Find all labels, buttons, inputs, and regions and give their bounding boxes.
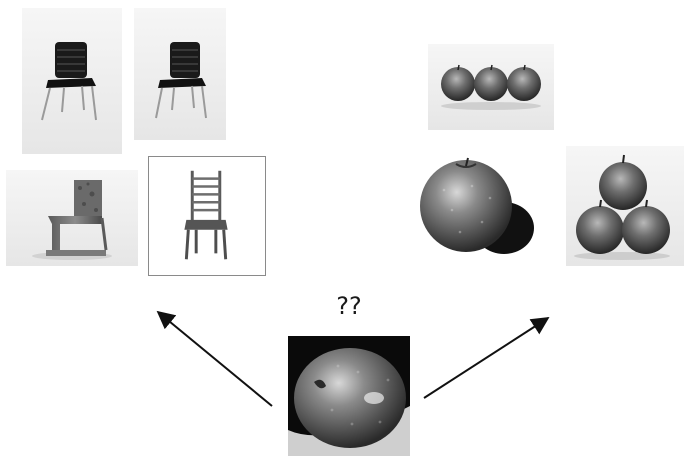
arrow-to-chair-group	[158, 312, 272, 406]
arrow-to-apple-group	[424, 318, 548, 398]
